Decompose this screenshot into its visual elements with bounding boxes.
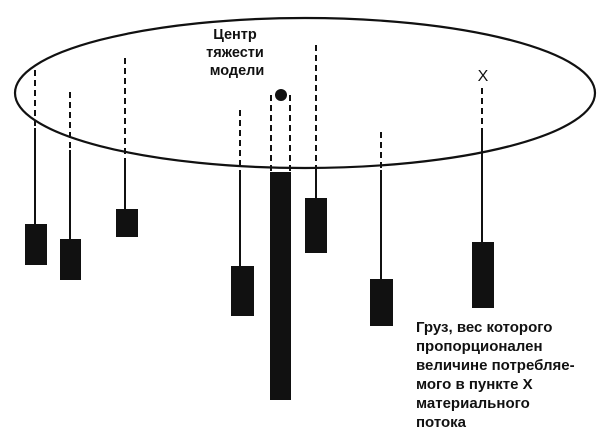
note-line: Груз, вес которого [416,319,552,336]
hanging-weight-x [472,88,494,308]
hanging-weight [305,45,327,253]
center-label-line: модели [210,63,265,79]
hanging-weight [60,92,81,280]
note-line: мого в пункте X [416,376,533,393]
point-x-label: X [478,68,489,85]
plane-ellipse [13,16,597,170]
center-of-gravity-point [275,89,287,101]
hanging-weight [231,110,254,316]
center-of-gravity-label: Центр тяжести модели [206,27,268,79]
center-label-line: Центр [213,27,257,43]
center-of-gravity-column [270,89,291,400]
note-line: материального [416,395,530,412]
note-line: пропорционален [416,338,543,355]
hanging-weight [370,132,393,326]
weight-note: Груз, вес которого пропорционален величи… [416,319,579,431]
hanging-weight [116,58,138,237]
center-label-line: тяжести [206,45,264,61]
note-line: потока [416,414,467,431]
hanging-weight [25,70,47,265]
note-line: величине потребляе- [416,357,575,374]
